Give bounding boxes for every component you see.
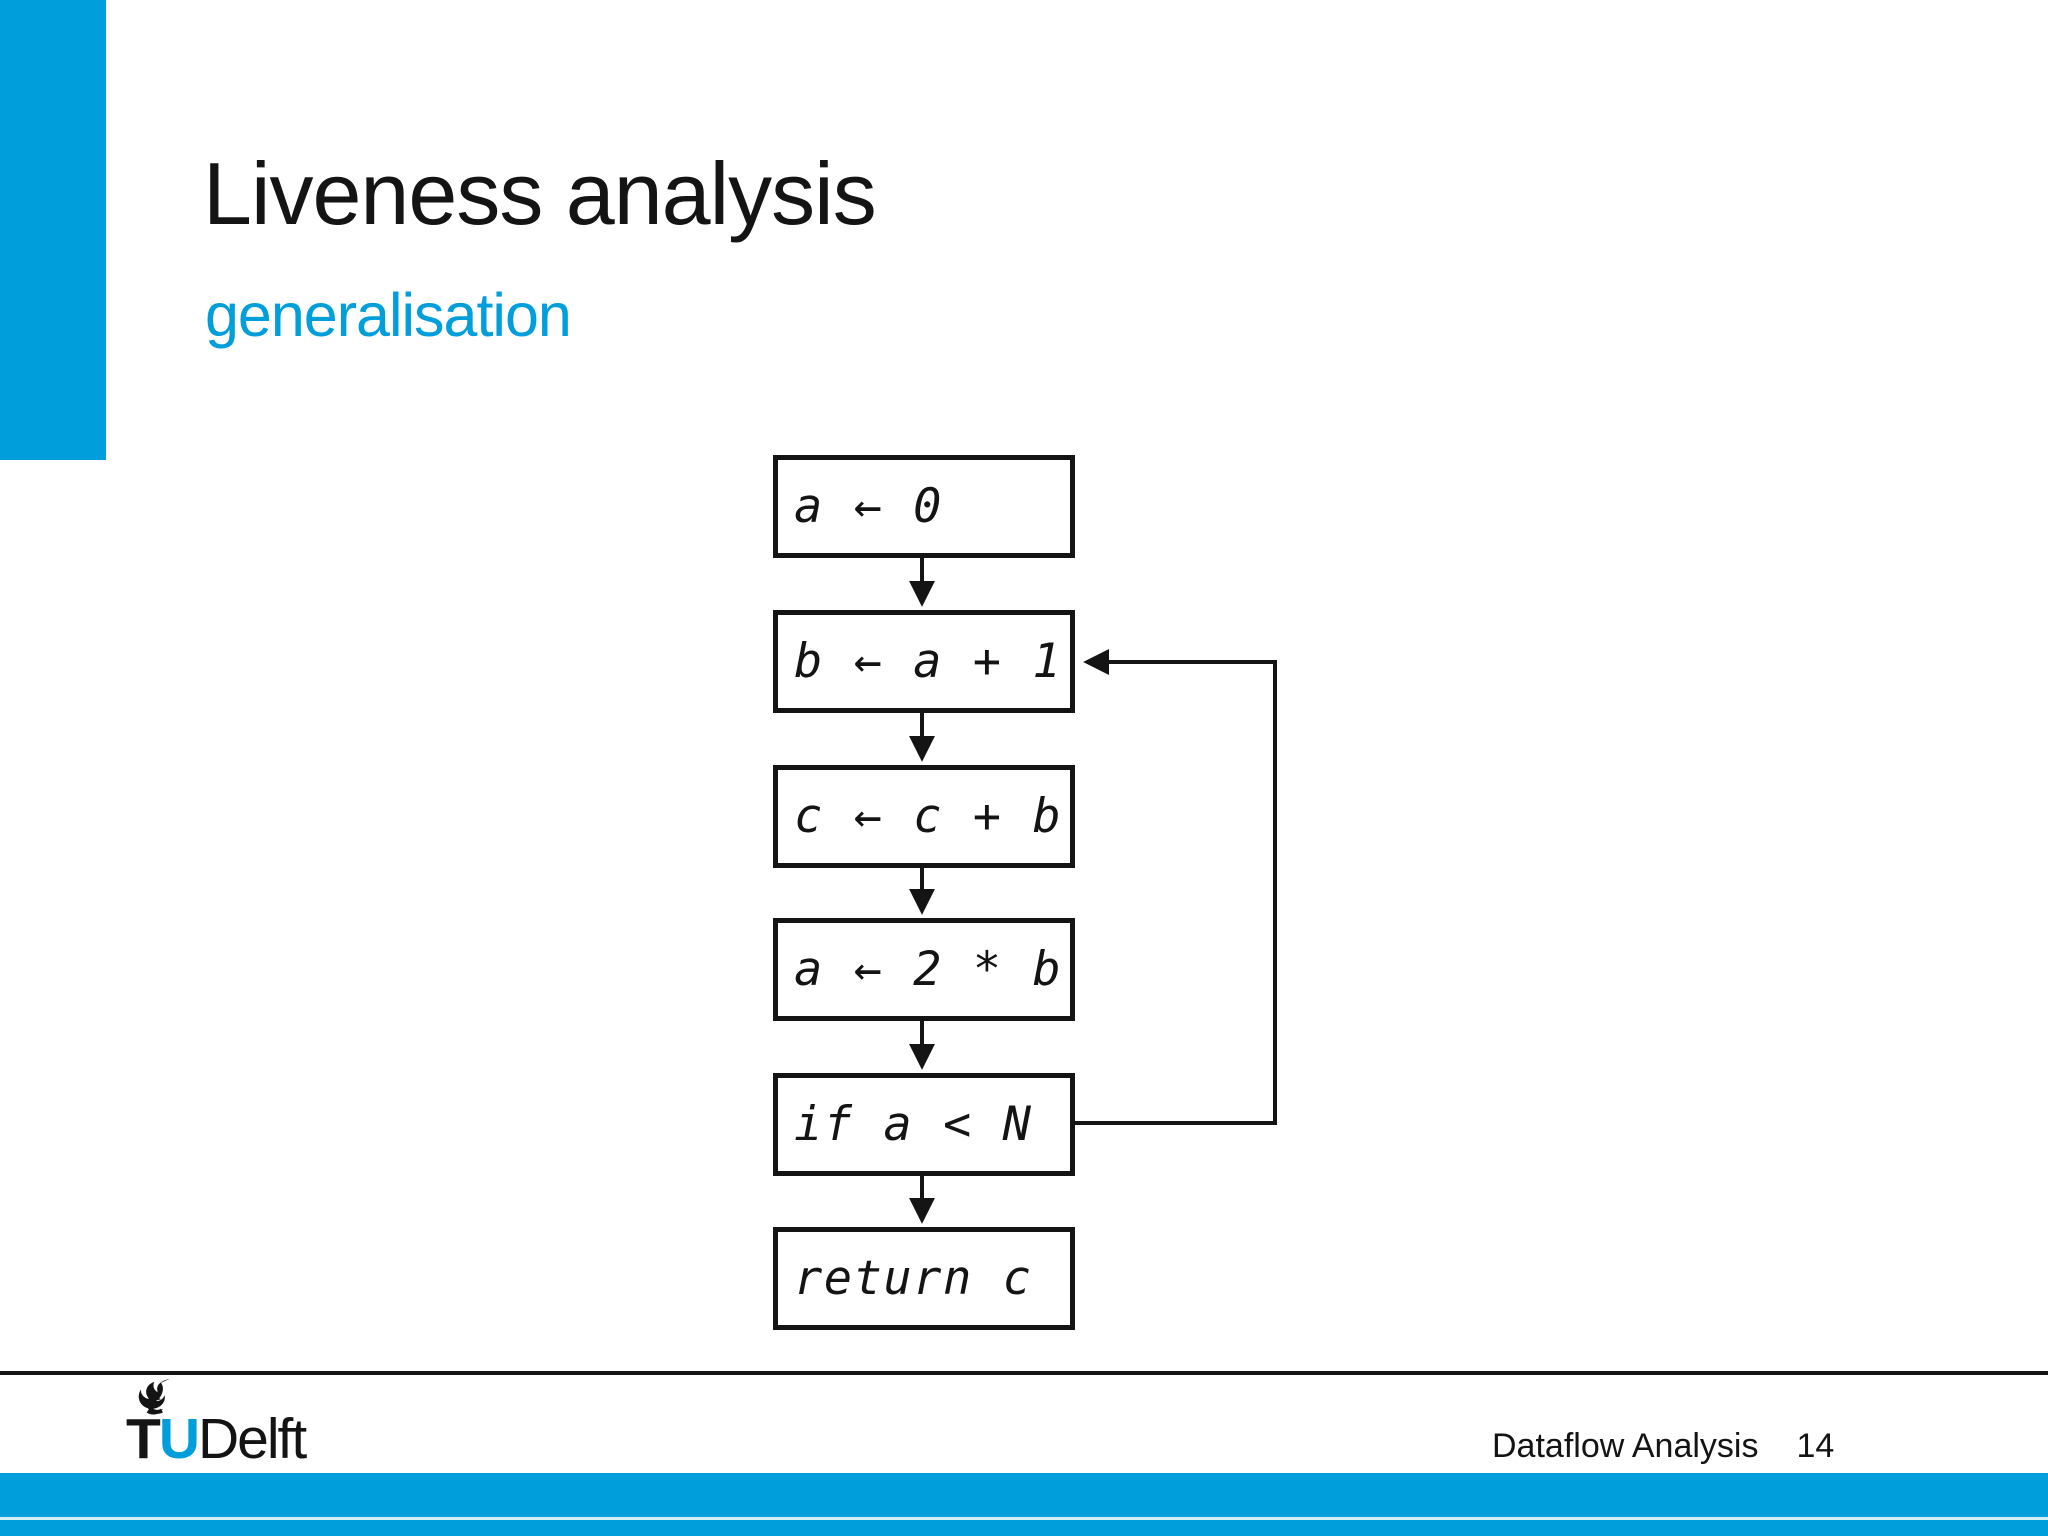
footer-page-number: 14: [1796, 1427, 1835, 1465]
flow-node-c-assign-c-plus-b: c ← c + b: [773, 765, 1075, 868]
page-subtitle: generalisation: [205, 281, 572, 349]
logo-text-delft: Delft: [198, 1407, 307, 1471]
footer-course-label: Dataflow Analysis: [1492, 1427, 1759, 1465]
page-title: Liveness analysis: [203, 144, 877, 243]
footer-separator-line: [0, 1371, 2048, 1375]
flow-node-return-c: return c: [773, 1227, 1075, 1330]
flow-node-a-assign-0: a ← 0: [773, 455, 1075, 558]
flow-node-if-a-less-n: if a < N: [773, 1073, 1075, 1176]
flow-node-a-assign-2-times-b: a ← 2 * b: [773, 918, 1075, 1021]
footer-meta: Dataflow Analysis 14: [1492, 1427, 1834, 1466]
logo-letter-u: U: [158, 1407, 200, 1471]
logo-letter-t: T: [126, 1407, 161, 1471]
flow-node-b-assign-a-plus-1: b ← a + 1: [773, 610, 1075, 713]
flame-icon: [138, 1378, 170, 1415]
tudelft-logo: TUDelft: [126, 1376, 386, 1471]
logo-wordmark: TUDelft: [126, 1406, 307, 1472]
footer-bar: [0, 1473, 2048, 1536]
edge-n5-n2-loop: [1075, 649, 1277, 1125]
footer-bar-highlight-line: [0, 1517, 2048, 1520]
left-accent-bar: [0, 0, 106, 460]
